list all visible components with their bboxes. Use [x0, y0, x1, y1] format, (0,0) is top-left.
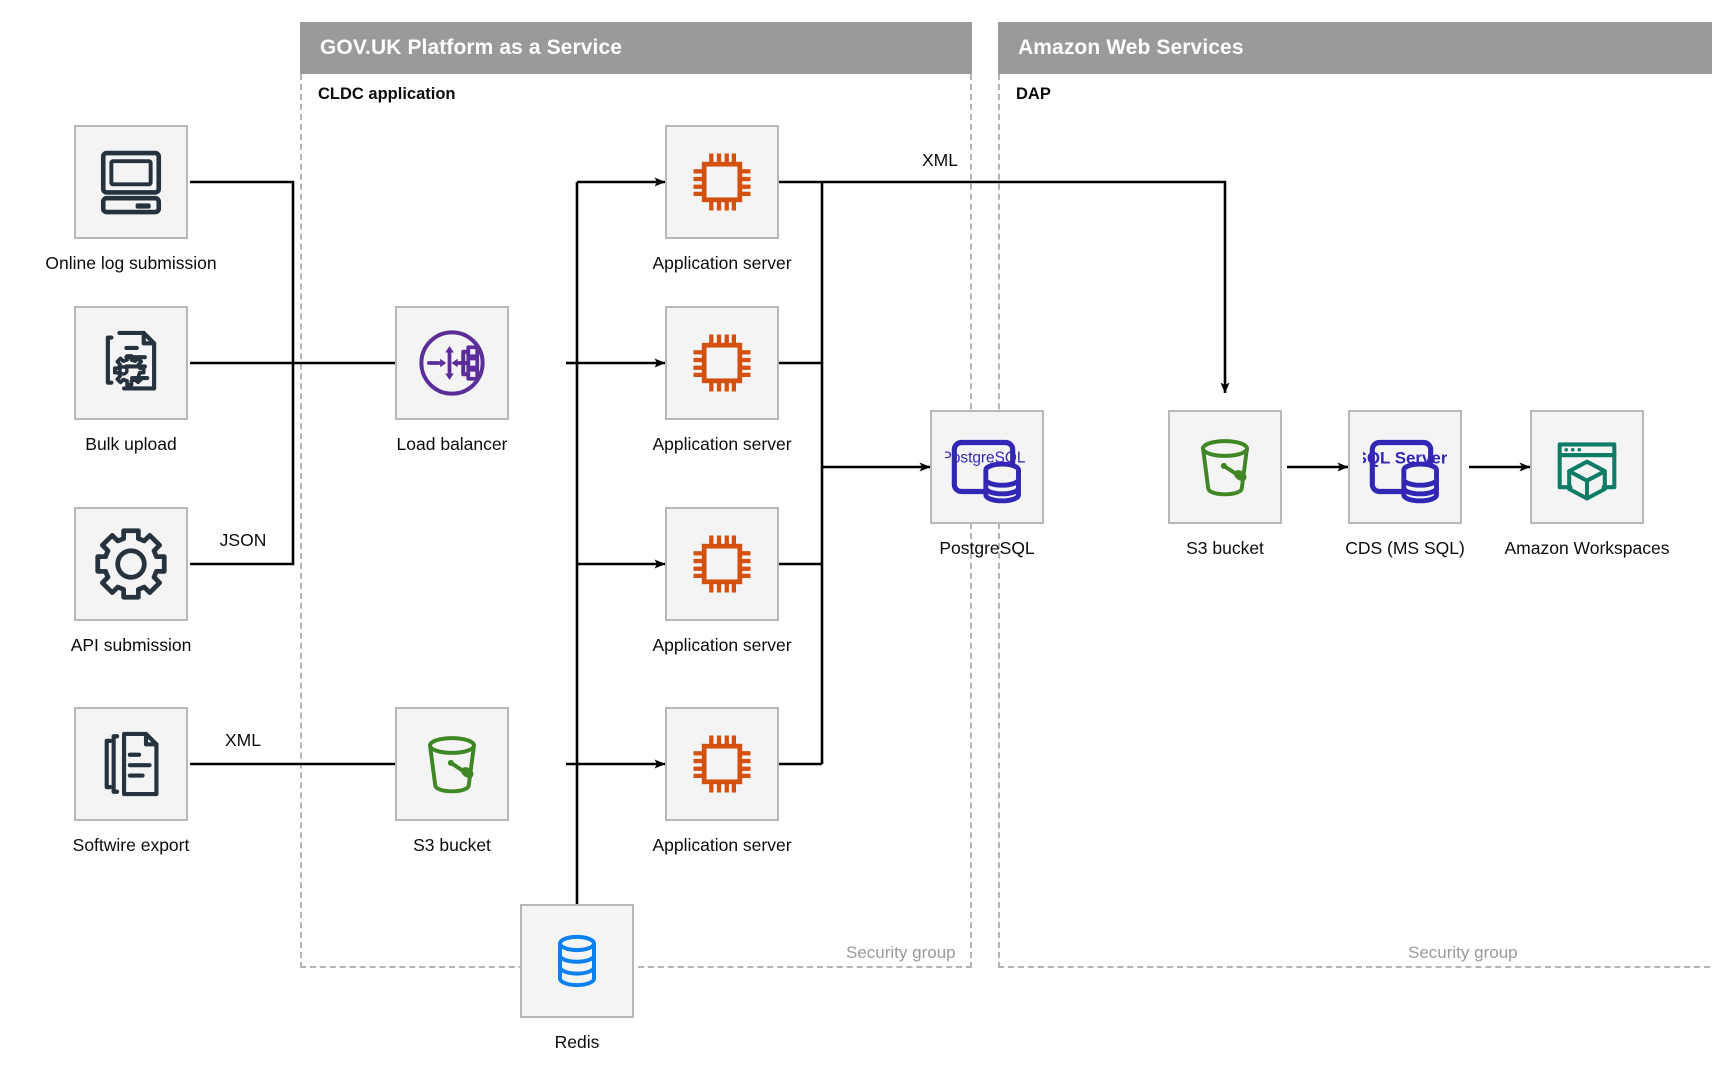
node-bulk-upload[interactable] [74, 306, 188, 420]
cpu-chip-icon [684, 526, 760, 602]
group-header-aws: Amazon Web Services [998, 22, 1712, 74]
documents-stack-icon [94, 727, 168, 801]
security-group-label-paas: Security group [846, 943, 956, 962]
node-label-api-submission: API submission [70, 635, 192, 655]
node-label-bulk-upload: Bulk upload [85, 434, 177, 454]
redis-database-icon [545, 929, 609, 993]
node-label-amazon-workspaces: Amazon Workspaces [1504, 538, 1670, 558]
load-balancer-icon [412, 323, 492, 403]
s3-bucket-icon [415, 727, 489, 801]
node-label-s3-bucket-paas: S3 bucket [413, 835, 491, 855]
postgresql-icon: PostgreSQL [945, 425, 1029, 509]
node-label-redis: Redis [554, 1032, 600, 1052]
s3-bucket-icon [1188, 430, 1262, 504]
sql-server-icon: SQL Server [1363, 425, 1447, 509]
node-softwire-export[interactable] [74, 707, 188, 821]
node-label-s3-bucket-aws: S3 bucket [1186, 538, 1264, 558]
cpu-chip-icon [684, 726, 760, 802]
node-label-app-server-2: Application server [652, 434, 792, 454]
group-body-paas [300, 74, 972, 968]
node-label-app-server-3: Application server [652, 635, 792, 655]
group-header-paas: GOV.UK Platform as a Service [300, 22, 972, 74]
node-label-cds-ms-sql: CDS (MS SQL) [1345, 538, 1465, 558]
node-label-app-server-4: Application server [652, 835, 792, 855]
node-redis[interactable] [520, 904, 634, 1018]
edge-label-json: JSON [219, 530, 267, 550]
node-label-softwire-export: Softwire export [72, 835, 190, 855]
group-sublabel-dap: DAP [1016, 85, 1051, 103]
edge-label-xml-softwire: XML [225, 730, 261, 750]
node-online-log-submission[interactable] [74, 125, 188, 239]
node-api-submission[interactable] [74, 507, 188, 621]
cpu-chip-icon [684, 325, 760, 401]
edge-label-xml-export: XML [922, 150, 958, 170]
node-app-server-2[interactable] [665, 306, 779, 420]
document-gear-icon [94, 326, 168, 400]
security-group-label-aws: Security group [1408, 943, 1518, 962]
cpu-chip-icon [684, 144, 760, 220]
node-label-online-log-submission: Online log submission [45, 253, 217, 273]
desktop-computer-icon [94, 145, 168, 219]
node-label-postgresql: PostgreSQL [939, 538, 1035, 558]
node-s3-bucket-paas[interactable] [395, 707, 509, 821]
group-title-aws: Amazon Web Services [1018, 36, 1244, 59]
amazon-workspaces-icon [1549, 429, 1625, 505]
node-label-load-balancer: Load balancer [396, 434, 508, 454]
node-cds-ms-sql[interactable]: SQL Server [1348, 410, 1462, 524]
node-app-server-4[interactable] [665, 707, 779, 821]
node-label-app-server-1: Application server [652, 253, 792, 273]
gear-icon [93, 526, 169, 602]
node-load-balancer[interactable] [395, 306, 509, 420]
node-app-server-1[interactable] [665, 125, 779, 239]
group-title-paas: GOV.UK Platform as a Service [320, 36, 622, 59]
node-s3-bucket-aws[interactable] [1168, 410, 1282, 524]
node-app-server-3[interactable] [665, 507, 779, 621]
node-postgresql[interactable]: PostgreSQL [930, 410, 1044, 524]
node-amazon-workspaces[interactable] [1530, 410, 1644, 524]
group-sublabel-cldc-application: CLDC application [318, 85, 456, 103]
